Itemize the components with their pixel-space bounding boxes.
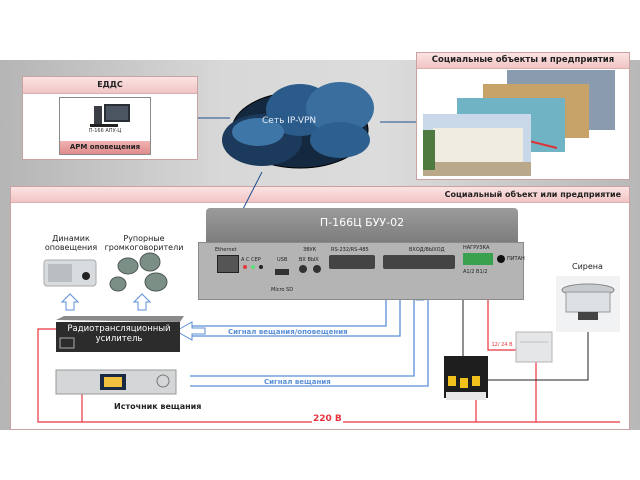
social-objects-title: Социальные объекты и предприятия bbox=[417, 53, 629, 69]
workstation-model: П-166 АПУ-Ц bbox=[88, 128, 122, 134]
siren-icon bbox=[556, 276, 620, 332]
audio-in-out-label: ВХ ВЫХ bbox=[299, 257, 319, 263]
source-label: Источник вещания bbox=[114, 402, 202, 411]
speaker-up-arrow bbox=[60, 293, 80, 311]
io-label: ВХОД/ВЫХОД bbox=[409, 247, 445, 253]
social-objects-panel: Социальные объекты и предприятия bbox=[416, 52, 630, 180]
power-jack[interactable] bbox=[497, 255, 505, 263]
audio-out-jack[interactable] bbox=[313, 265, 321, 273]
power-supply-icon bbox=[515, 331, 553, 363]
microsd-label: Micro SD bbox=[271, 287, 294, 293]
ethernet-port[interactable] bbox=[217, 255, 239, 273]
mains-voltage-label: 220 В bbox=[312, 414, 343, 424]
sound-label: ЗВУК bbox=[303, 247, 317, 253]
led-connection bbox=[251, 265, 255, 269]
load-label: НАГРУЗКА bbox=[463, 245, 490, 251]
signal-broadcast-label: Сигнал вещания bbox=[264, 378, 331, 386]
workstation-label: АРМ оповещения bbox=[60, 141, 150, 154]
broadcast-source-icon bbox=[55, 369, 177, 395]
eddc-title: ЕДДС bbox=[23, 77, 197, 94]
horn-up-arrow bbox=[132, 293, 152, 311]
site-title: Социальный объект или предприятие bbox=[11, 187, 629, 203]
io-port[interactable] bbox=[383, 255, 455, 269]
speaker-icon bbox=[43, 259, 97, 287]
device-title: П-166Ц БУУ-02 bbox=[319, 216, 405, 229]
led-service bbox=[259, 265, 263, 269]
rs-label: RS-232/RS-485 bbox=[331, 247, 369, 253]
rs-port[interactable] bbox=[329, 255, 375, 269]
device-top: П-166Ц БУУ-02 bbox=[206, 208, 518, 242]
amplifier-icon bbox=[56, 316, 184, 352]
led-labels: A C CEP bbox=[241, 257, 261, 263]
signal-broadcast-alert-label: Сигнал вещания/оповещения bbox=[228, 328, 348, 336]
cloud-icon bbox=[222, 82, 374, 169]
led-alarm bbox=[243, 265, 247, 269]
psu-voltage-label: 12/ 24 В bbox=[491, 342, 513, 348]
horns-label: Рупорные громкоговорители bbox=[104, 234, 184, 252]
facility-photos bbox=[423, 70, 615, 176]
usb-label: USB bbox=[277, 257, 288, 263]
audio-in-jack[interactable] bbox=[299, 265, 307, 273]
power-label: ПИТАН bbox=[507, 256, 525, 262]
horn-speakers-icon bbox=[109, 252, 168, 292]
network-label: Сеть IP-VPN bbox=[262, 116, 317, 126]
control-unit: П-166Ц БУУ-02 Ethernet A C CEP USB Micro… bbox=[192, 208, 532, 300]
computer-icon bbox=[90, 104, 130, 127]
amplifier-arrow bbox=[174, 321, 206, 341]
amplifier-label: Радиотрансляционный усилитель bbox=[67, 324, 171, 344]
siren-label: Сирена bbox=[572, 262, 603, 271]
signal-lines bbox=[190, 288, 429, 387]
usb-port[interactable] bbox=[275, 269, 289, 275]
eddc-panel: ЕДДС П-166 АПУ-Ц АРМ оповещения bbox=[22, 76, 198, 160]
contactor-icon bbox=[444, 356, 488, 400]
load-pins-label: A1/2 B1/2 bbox=[463, 269, 488, 275]
load-terminal[interactable] bbox=[463, 253, 493, 265]
device-front-panel: Ethernet A C CEP USB Micro SD ЗВУК ВХ ВЫ… bbox=[198, 242, 525, 300]
ethernet-label: Ethernet bbox=[215, 247, 237, 253]
speaker-label: Динамик оповещения bbox=[44, 234, 98, 252]
workstation: П-166 АПУ-Ц АРМ оповещения bbox=[59, 97, 151, 155]
